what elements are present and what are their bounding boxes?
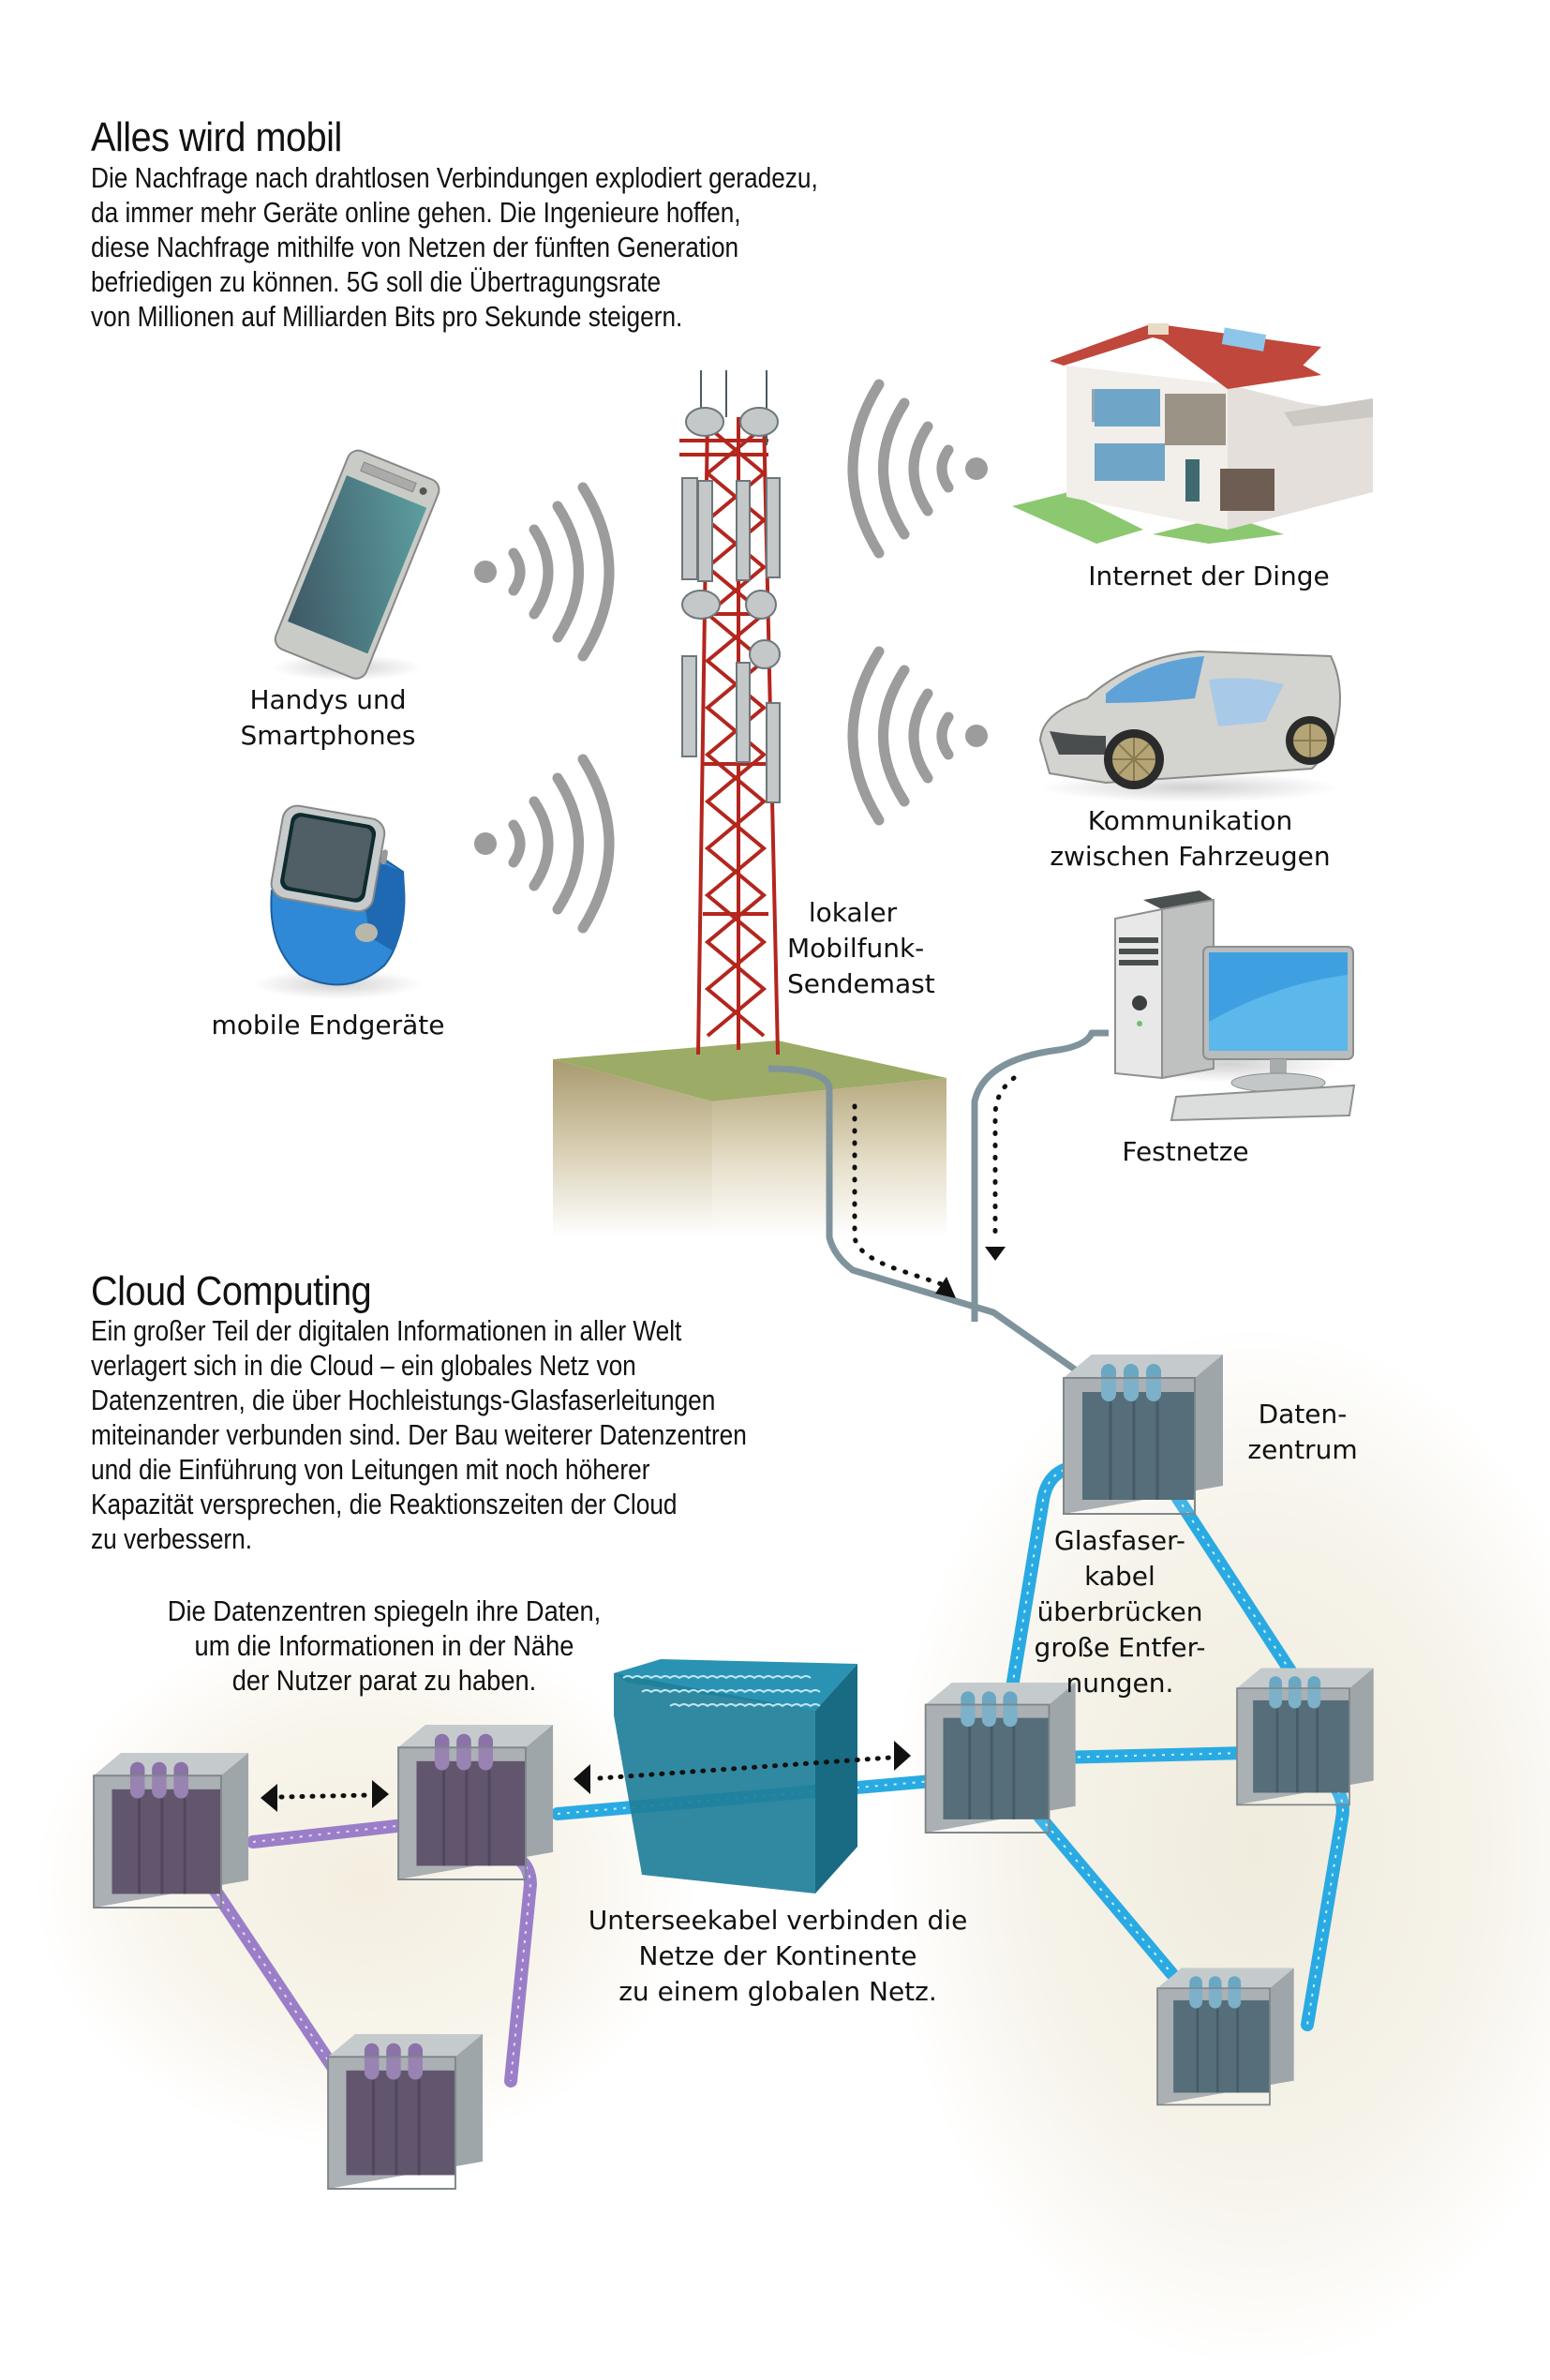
pc-label: Festnetze: [1122, 1136, 1249, 1167]
section-mobile-title: Alles wird mobil: [91, 114, 342, 160]
datacenter-label: Daten- zentrum: [1247, 1399, 1358, 1465]
signal-waves-watch-icon: [474, 754, 615, 934]
house-label: Internet der Dinge: [1088, 561, 1330, 591]
signal-waves-house-icon: [847, 379, 988, 559]
signal-waves-car-icon: [847, 646, 988, 826]
arrow-left-icon: [574, 1764, 590, 1794]
car-label: Kommunikation zwischen Fahrzeugen: [1050, 805, 1331, 872]
datacenter-center-icon: [924, 1683, 1076, 1834]
phone-label: Handys und Smartphones: [240, 684, 416, 751]
mirror-label: Die Datenzentren spiegeln ihre Daten, um…: [167, 1594, 602, 1697]
arrow-right-icon: [894, 1741, 911, 1771]
fiber-label: Glasfaser- kabel überbrücken große Entfe…: [1034, 1525, 1206, 1699]
datacenter-main-icon: [1063, 1355, 1223, 1515]
datacenter-right-icon: [1236, 1668, 1374, 1806]
section-cloud-body: Ein großer Teil der digitalen Informatio…: [91, 1315, 747, 1555]
smartwatch-icon: [253, 804, 422, 999]
datacenter-purple-center-icon: [397, 1725, 554, 1880]
datacenter-purple-bottom-icon: [327, 2034, 484, 2190]
desktop-computer-icon: [1114, 891, 1356, 1122]
tower-label: lokaler Mobilfunk- Sendemast: [787, 897, 935, 999]
car-icon: [1038, 650, 1341, 802]
datacenter-purple-left-icon: [93, 1753, 249, 1908]
datacenter-bottom-icon: [1156, 1968, 1294, 2106]
arrow-right-icon: [372, 1780, 389, 1808]
cell-tower-icon: [679, 370, 781, 1055]
section-mobile-body: Die Nachfrage nach drahtlosen Verbindung…: [91, 162, 818, 333]
ocean-cube-icon: [614, 1659, 857, 1894]
signal-waves-phone-icon: [474, 482, 615, 662]
arrow-down-icon: [985, 1247, 1006, 1261]
house-icon: [1012, 323, 1373, 544]
arrow-left-icon: [261, 1784, 277, 1812]
watch-label: mobile Endgeräte: [211, 1010, 445, 1040]
section-cloud-title: Cloud Computing: [91, 1268, 372, 1314]
arrow-up-icon: [935, 1277, 956, 1298]
smartphone-icon: [272, 449, 440, 681]
undersea-label: Unterseekabel verbinden die Netze der Ko…: [588, 1905, 968, 2007]
